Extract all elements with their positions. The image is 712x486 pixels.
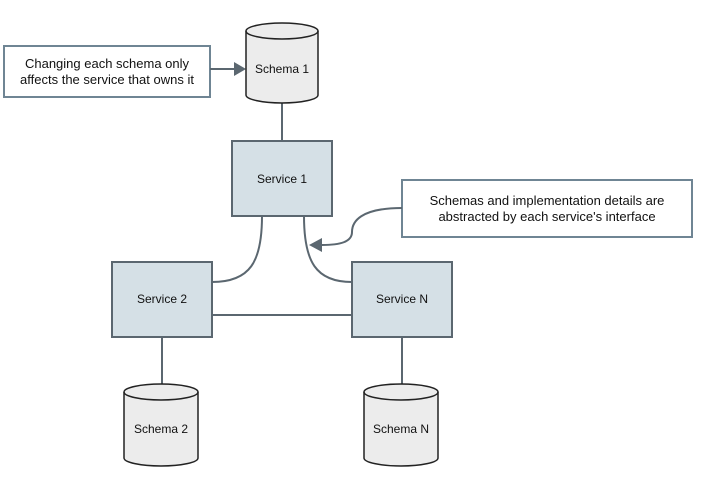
note-abstraction-arrow-line xyxy=(321,207,403,246)
service-n-box xyxy=(351,261,453,338)
service-n-label: Service N xyxy=(376,292,428,306)
connector-service1-serviceN xyxy=(303,215,353,283)
note-schema-change-line-2: affects the service that owns it xyxy=(20,72,194,87)
service-1: Service 1 xyxy=(231,140,333,217)
note-abstraction-arrowhead xyxy=(309,238,322,252)
note-abstraction-line-1: Schemas and implementation details are xyxy=(430,193,665,208)
note-abstraction-line-2: abstracted by each service's interface xyxy=(438,209,655,224)
note-schema-change-arrowhead xyxy=(234,62,246,76)
schema-1-cylinder xyxy=(245,22,319,104)
service-n: Service N xyxy=(351,261,453,338)
schema-2-label: Schema 2 xyxy=(134,422,188,436)
schema-1: Schema 1 xyxy=(245,22,319,104)
schema-n-cylinder-rim xyxy=(363,391,439,401)
service-2-box xyxy=(111,261,213,338)
note-schema-change: Changing each schema only affects the se… xyxy=(3,45,246,98)
schema-2-cylinder xyxy=(123,383,199,467)
note-schema-change-line-1: Changing each schema only xyxy=(25,56,190,71)
service-1-label: Service 1 xyxy=(257,172,307,186)
schema-2: Schema 2 xyxy=(123,383,199,467)
connector-service1-service2 xyxy=(211,215,263,283)
schema-1-label: Schema 1 xyxy=(255,62,309,76)
service-1-box xyxy=(231,140,333,217)
note-abstraction-box xyxy=(401,179,693,238)
schema-n-label: Schema N xyxy=(373,422,429,436)
service-2-label: Service 2 xyxy=(137,292,187,306)
schema-n-cylinder xyxy=(363,383,439,467)
note-schema-change-box xyxy=(3,45,211,98)
note-abstraction: Schemas and implementation details are a… xyxy=(309,179,693,252)
schema-2-cylinder-rim xyxy=(123,391,199,401)
service-2: Service 2 xyxy=(111,261,213,338)
schema-n: Schema N xyxy=(363,383,439,467)
schema-1-cylinder-rim xyxy=(245,30,319,40)
connectors xyxy=(161,103,403,386)
